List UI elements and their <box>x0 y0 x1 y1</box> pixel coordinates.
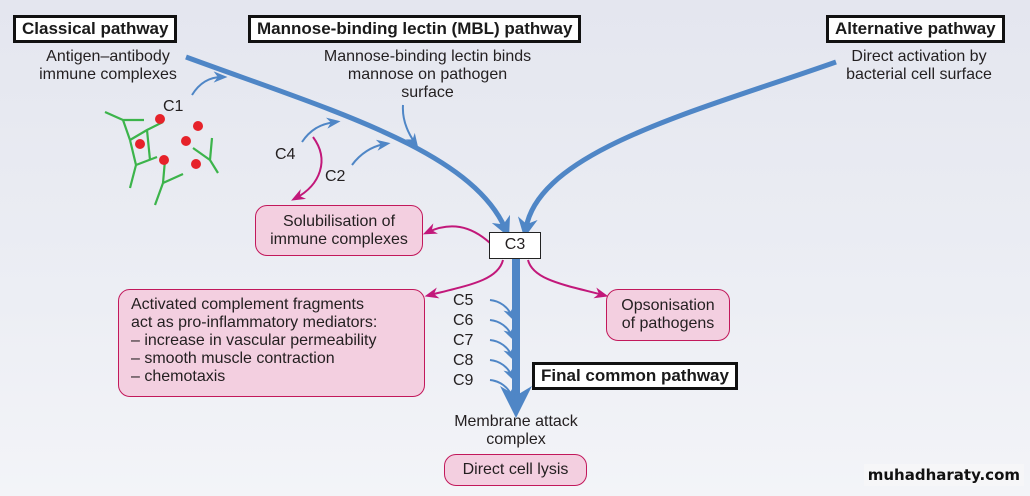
c8-label: C8 <box>453 352 474 369</box>
mac-label-line: complex <box>486 431 546 448</box>
inflammation-bullet: – chemotaxis <box>131 368 226 385</box>
c4-label: C4 <box>275 146 296 163</box>
alternative-pathway-arrow <box>517 59 837 238</box>
mac-label: Membrane attack complex <box>438 413 594 449</box>
opsonisation-outcome: Opsonisation of pathogens <box>606 289 730 341</box>
alternative-description-line: bacterial cell surface <box>846 66 992 83</box>
mbl-arrow <box>401 104 419 148</box>
mbl-description-line: Mannose-binding lectin binds <box>323 48 532 65</box>
inflammation-outcome: Activated complement fragments act as pr… <box>118 289 425 397</box>
mbl-pathway-title: Mannose-binding lectin (MBL) pathway <box>248 15 582 43</box>
terminal-component-arrows <box>489 299 515 402</box>
antigen-dots <box>135 114 203 169</box>
watermark: muhadharaty.com <box>863 464 1024 486</box>
mbl-description: Mannose-binding lectin binds mannose on … <box>300 48 555 102</box>
c4-arrow <box>301 117 341 143</box>
classical-description-line: immune complexes <box>39 66 177 83</box>
inflammation-line: Activated complement fragments <box>131 296 364 313</box>
classical-description: Antigen–antibody immune complexes <box>24 48 192 84</box>
c9-label: C9 <box>453 372 474 389</box>
terminal-components: C5 C6 C7 C8 C9 <box>453 291 473 391</box>
classical-pathway-title: Classical pathway <box>13 15 178 43</box>
mbl-description-line: surface <box>401 84 454 101</box>
opsonisation-line: of pathogens <box>621 315 715 332</box>
mac-label-line: Membrane attack <box>454 413 578 430</box>
solubilisation-line: Solubilisation of <box>282 213 396 230</box>
c3-to-opsonisation-arrow <box>527 259 609 299</box>
c8-arrow <box>489 359 515 382</box>
classical-description-line: Antigen–antibody <box>46 48 170 65</box>
immune-complex-illustration <box>104 110 219 206</box>
c7-label: C7 <box>453 332 474 349</box>
mbl-description-line: mannose on pathogen <box>347 66 508 83</box>
alternative-description-line: Direct activation by <box>851 48 987 65</box>
c2-label: C2 <box>325 168 346 185</box>
opsonisation-line: Opsonisation <box>621 297 715 314</box>
c5-label: C5 <box>453 292 474 309</box>
c3-to-inflammation-arrow <box>424 259 504 299</box>
final-common-pathway-title: Final common pathway <box>532 362 738 390</box>
lysis-outcome: Direct cell lysis <box>444 454 587 486</box>
classical-pathway-arrow <box>185 54 511 238</box>
alternative-pathway-title: Alternative pathway <box>826 15 1005 43</box>
alternative-description: Direct activation by bacterial cell surf… <box>830 48 1008 84</box>
solubilisation-outcome: Solubilisation of immune complexes <box>255 205 423 256</box>
inflammation-line: act as pro-inflammatory mediators: <box>131 314 378 331</box>
c6-label: C6 <box>453 312 474 329</box>
c2-arrow <box>351 139 391 166</box>
c3-to-solubilisation-arrow <box>422 223 491 244</box>
c4-to-solubilisation-arrow <box>291 136 323 201</box>
inflammation-bullet: – smooth muscle contraction <box>131 350 335 367</box>
inflammation-bullet: – increase in vascular permeability <box>131 332 377 349</box>
c3-node: C3 <box>489 232 541 259</box>
c1-label: C1 <box>163 98 184 115</box>
c1-arrow <box>191 71 228 96</box>
solubilisation-line: immune complexes <box>270 231 408 248</box>
